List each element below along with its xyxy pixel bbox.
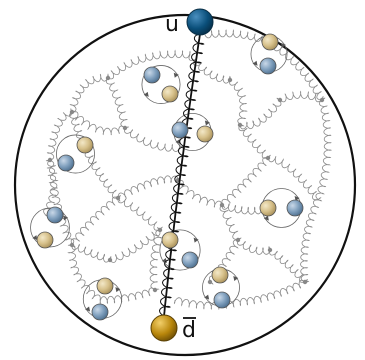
gluon-line xyxy=(221,157,269,209)
gluon-vertex xyxy=(115,195,121,201)
gluon-line xyxy=(279,90,324,103)
sea-quark-blue xyxy=(286,199,304,217)
quark-loop xyxy=(56,134,95,174)
gluon-line xyxy=(149,229,163,291)
sea-quark-blue xyxy=(46,206,64,224)
gluon-line xyxy=(109,226,161,263)
quark-loop xyxy=(159,229,201,271)
gluon-vertex xyxy=(47,157,53,163)
gluon-line xyxy=(69,111,122,199)
gluon-line xyxy=(99,287,156,305)
hadron-boundary xyxy=(13,13,357,357)
up-quark-label: u xyxy=(165,12,179,37)
gluon-line xyxy=(68,111,126,136)
gluon-line xyxy=(269,249,309,283)
gluon-vertex xyxy=(227,77,233,83)
string-coil xyxy=(158,33,205,318)
gluon-line xyxy=(71,243,112,263)
gluon-vertex xyxy=(122,125,128,131)
loop-arrow xyxy=(63,215,69,221)
gluon-vertex xyxy=(267,247,273,253)
sea-quark-blue xyxy=(181,251,199,269)
gluon-line xyxy=(107,49,191,80)
gluon-line xyxy=(188,54,231,84)
loop-arrow xyxy=(252,60,258,66)
gluon-line xyxy=(117,175,179,202)
gluon-vertex xyxy=(235,237,241,243)
gluon-line xyxy=(239,279,306,307)
loop-arrow xyxy=(263,215,269,221)
gluon-line xyxy=(229,79,248,127)
gluon-vertex xyxy=(152,287,158,293)
gluon-line xyxy=(238,124,271,159)
color-flux-tube xyxy=(158,33,205,318)
gluon-line xyxy=(267,156,322,201)
gluon-vertex xyxy=(277,97,283,103)
sea-quark-gold xyxy=(161,231,179,249)
sea-quark-blue xyxy=(91,303,109,321)
loop-arrow xyxy=(233,276,239,282)
sea-quark-gold xyxy=(211,266,229,284)
gluon-vertex xyxy=(207,279,213,285)
sea-quark-blue xyxy=(171,121,189,139)
loop-arrow xyxy=(32,235,38,241)
gluon-line xyxy=(175,179,223,208)
gluon-vertices xyxy=(47,75,325,293)
sea-quark-blue xyxy=(213,291,231,309)
loop-arrow xyxy=(173,72,179,78)
loop-arrow xyxy=(85,306,91,312)
sea-quark-gold xyxy=(259,199,277,217)
sea-quark-blue xyxy=(143,66,161,84)
gluon-line xyxy=(67,244,101,301)
sea-quark-gold xyxy=(36,231,54,249)
gluon-line xyxy=(117,197,163,231)
quark-loop xyxy=(141,65,181,104)
loop-arrow xyxy=(115,287,121,293)
gluon-vertex xyxy=(107,257,113,263)
gluon-line xyxy=(239,97,282,130)
gluon-vertex xyxy=(105,75,111,81)
loop-arrow xyxy=(143,91,149,97)
string-core xyxy=(163,33,201,317)
gluon-vertex xyxy=(237,122,243,128)
loop-arrow xyxy=(280,42,286,48)
gluon-line xyxy=(236,239,271,255)
sea-quark-gold xyxy=(161,85,179,103)
gluon-line xyxy=(69,73,109,113)
quark-loop xyxy=(30,207,70,248)
gluon-vertex xyxy=(157,227,163,233)
sea-quark-pairs xyxy=(36,33,304,321)
sea-quark-gold xyxy=(261,33,279,51)
anti-down-quark-label: d xyxy=(182,318,196,343)
sea-quark-gold xyxy=(76,136,94,154)
sea-quark-gold xyxy=(96,277,114,295)
gluon-line xyxy=(315,99,333,202)
anti-down-quark xyxy=(150,314,178,342)
sea-quark-gold xyxy=(196,125,214,143)
gluon-line xyxy=(267,41,326,101)
gluon-line xyxy=(300,199,320,283)
gluon-vertex xyxy=(265,155,271,161)
gluon-vertex xyxy=(302,279,308,285)
loop-arrow xyxy=(193,237,199,243)
sea-quark-blue xyxy=(259,57,277,75)
gluon-vertex xyxy=(219,202,225,208)
loop-arrow xyxy=(175,139,181,145)
gluon-line xyxy=(124,127,181,153)
gluon-vertex xyxy=(69,109,75,115)
loop-arrow xyxy=(204,294,210,300)
gluon-line xyxy=(70,196,119,248)
gluon-line xyxy=(204,29,270,45)
gluon-line xyxy=(219,204,242,241)
loop-arrow xyxy=(204,120,210,126)
gluon-vertex xyxy=(69,242,75,248)
gluon-line xyxy=(105,77,130,129)
up-quark xyxy=(186,8,214,36)
gluon-line xyxy=(46,108,73,161)
sea-quark-blue xyxy=(57,154,75,172)
gluon-vertex xyxy=(319,97,325,103)
